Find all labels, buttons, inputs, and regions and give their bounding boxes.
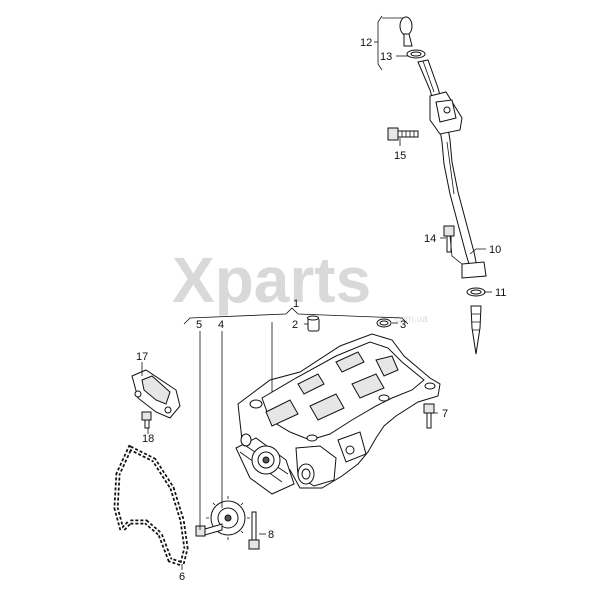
bolt-8 xyxy=(248,511,260,550)
callout-5: 5 xyxy=(196,319,202,331)
callout-13: 13 xyxy=(380,51,392,63)
callout-11: 11 xyxy=(495,287,506,299)
oil-pump-housing xyxy=(235,333,441,495)
plug-cap xyxy=(307,315,320,332)
callout-12: 12 xyxy=(360,37,372,49)
callout-15: 15 xyxy=(394,150,406,162)
callout-10: 10 xyxy=(489,244,501,256)
callout-4: 4 xyxy=(218,319,224,331)
dipstick-tip xyxy=(470,305,482,355)
callout-14: 14 xyxy=(424,233,436,245)
tensioner-bolt xyxy=(141,411,152,429)
callout-3: 3 xyxy=(400,319,406,331)
dipstick-handle xyxy=(399,16,413,47)
watermark-brand: Xparts xyxy=(172,244,371,316)
callout-1: 1 xyxy=(293,298,299,310)
chain-tensioner xyxy=(131,369,181,419)
dipstick-guide-tube xyxy=(417,59,487,279)
bolt-15 xyxy=(387,127,419,141)
drive-chain xyxy=(113,444,189,568)
bolt-14 xyxy=(443,225,455,253)
callout-2: 2 xyxy=(292,319,298,331)
pump-drive-sprocket xyxy=(251,445,281,475)
callout-7: 7 xyxy=(442,408,448,420)
sprocket-bolt xyxy=(195,523,223,537)
callout-17: 17 xyxy=(136,351,148,363)
dipstick-o-ring xyxy=(406,49,426,59)
tube-seal-ring xyxy=(466,287,486,297)
chain-sprocket xyxy=(206,496,250,540)
bolt-7 xyxy=(423,403,435,429)
callout-6: 6 xyxy=(179,571,185,583)
watermark-domain: com.ua xyxy=(395,314,428,325)
callout-18: 18 xyxy=(142,433,154,445)
callout-8: 8 xyxy=(268,529,274,541)
o-ring-seal xyxy=(376,318,392,328)
